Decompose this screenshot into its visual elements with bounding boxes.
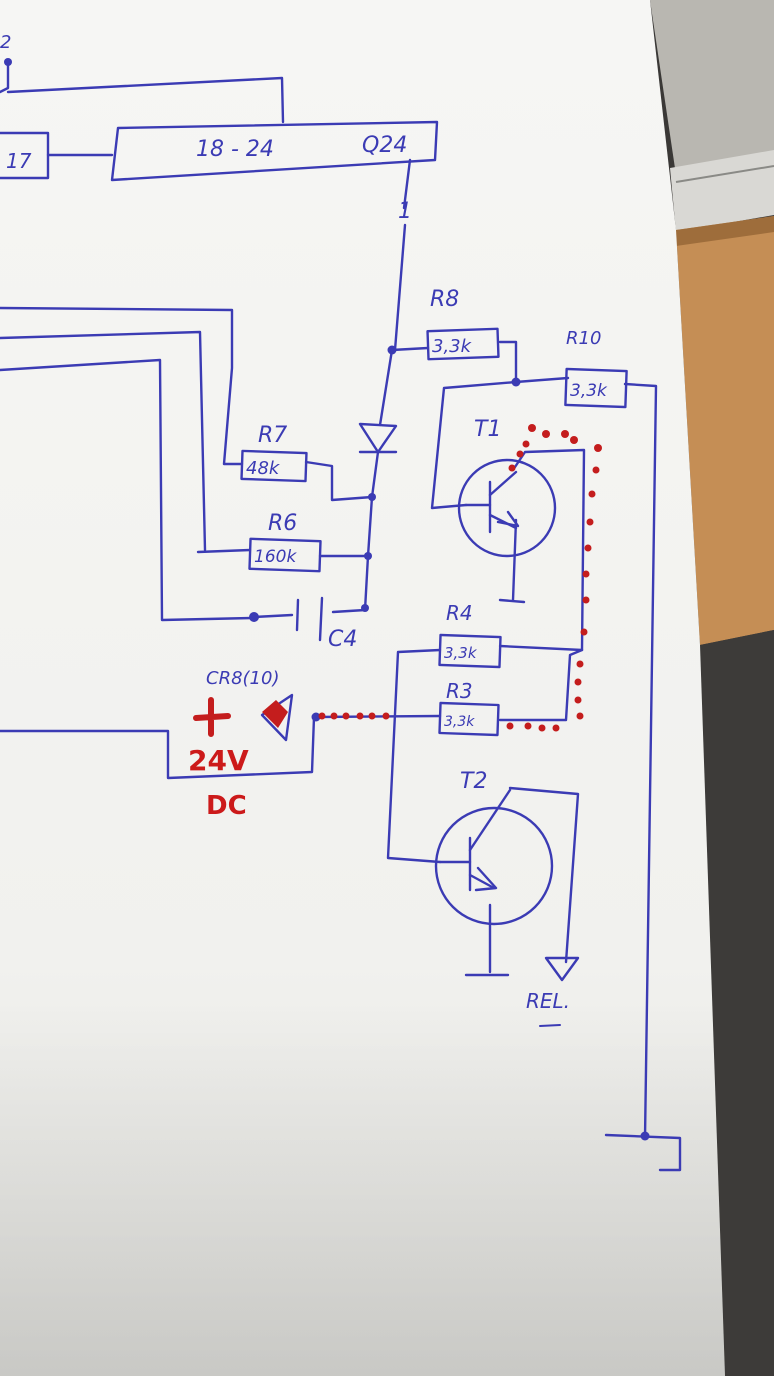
- counter-inner-label: 17: [6, 149, 32, 173]
- transistor-t2-symbol: [434, 788, 554, 926]
- r4-name: R4: [446, 601, 473, 625]
- r7-value: 48k: [246, 458, 281, 479]
- connector-name: CR8(10): [206, 668, 279, 689]
- r6-value: 160k: [254, 547, 297, 567]
- counter-range-label: 18 - 24: [196, 137, 274, 162]
- r6-name: R6: [268, 511, 297, 536]
- r7-name: R7: [258, 423, 287, 448]
- capacitor-name: C4: [328, 627, 357, 652]
- r8-name: R8: [430, 287, 459, 312]
- t1-name: T1: [474, 417, 501, 442]
- resistor-r6: [248, 537, 322, 573]
- diode-symbol: [358, 422, 398, 454]
- r10-name: R10: [566, 328, 601, 349]
- resistors: [240, 327, 628, 737]
- metal-panel: [650, 0, 774, 175]
- t2-name: T2: [460, 769, 487, 794]
- counter-output-label: Q24: [362, 133, 407, 158]
- r10-value: 3,3k: [570, 381, 608, 401]
- relay-name: REL.: [526, 989, 570, 1013]
- resistor-r3: [438, 701, 500, 737]
- dark-cloth: [700, 630, 774, 1376]
- r3-value: 3,3k: [444, 714, 475, 730]
- red-marker-trace: [193, 424, 602, 737]
- labels: 2 17 18 - 24 Q24 1 R8 3,3k R10 3,3k R7 4…: [0, 32, 608, 1013]
- counter-pin-label: 1: [398, 199, 412, 224]
- supply-voltage: 24V: [188, 744, 249, 777]
- counter-corner-label: 2: [0, 32, 11, 53]
- resistor-r7: [240, 449, 308, 483]
- r3-name: R3: [446, 679, 473, 703]
- resistor-r4: [438, 633, 502, 669]
- resistor-r10: [564, 367, 628, 409]
- transistor-t1-symbol: [457, 458, 557, 558]
- wiring: [0, 58, 682, 1172]
- wooden-board: [676, 216, 774, 645]
- supply-type: DC: [206, 791, 247, 821]
- resistor-r8: [426, 327, 500, 361]
- r8-value: 3,3k: [432, 336, 473, 357]
- r4-value: 3,3k: [444, 644, 478, 662]
